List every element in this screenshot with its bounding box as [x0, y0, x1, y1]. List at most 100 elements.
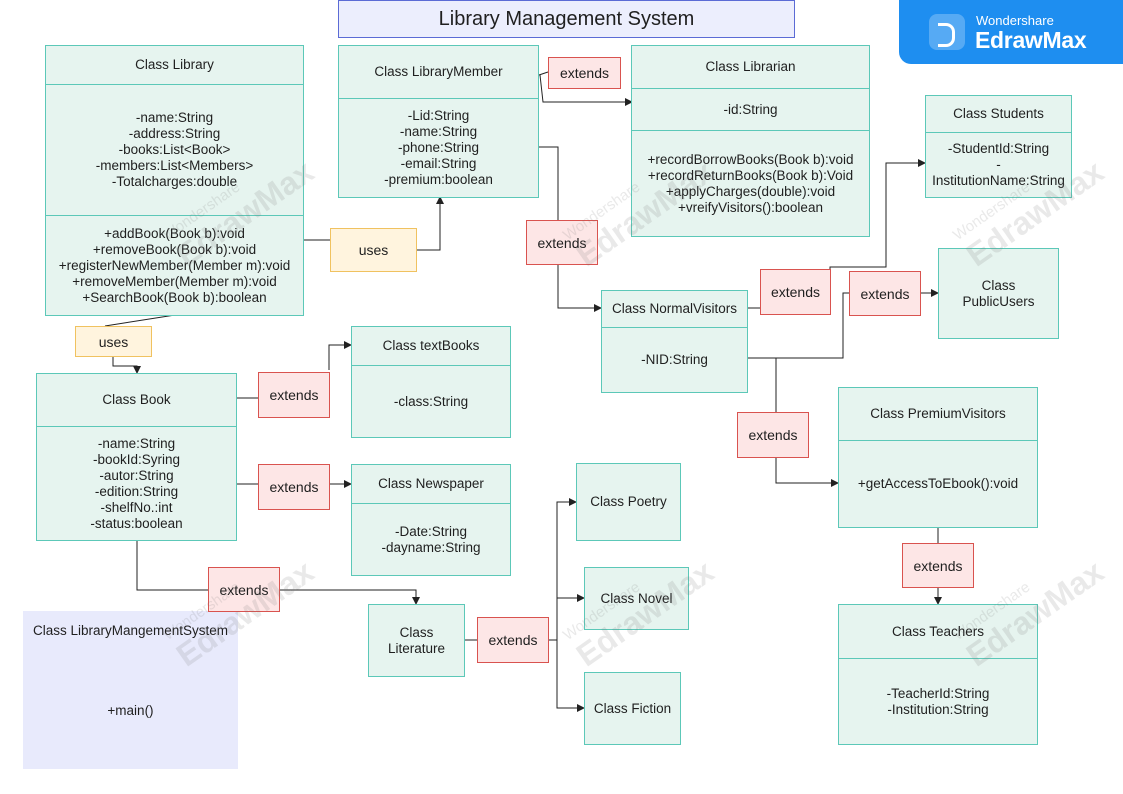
uses-connector-library-member — [303, 197, 440, 251]
class-students[interactable]: Class Students -StudentId:String - Insti… — [925, 95, 1072, 198]
class-teachers-attributes: -TeacherId:String -Institution:String — [839, 658, 1037, 744]
class-librarian-attributes: -id:String — [632, 88, 869, 130]
class-teachers[interactable]: Class Teachers -TeacherId:String -Instit… — [838, 604, 1038, 745]
class-library-methods: +addBook(Book b):void +removeBook(Book b… — [46, 215, 303, 315]
extends-connector-member-librarian — [538, 71, 632, 102]
attribute: -dayname:String — [381, 539, 481, 555]
edrawmax-logo: Wondershare EdrawMax — [899, 0, 1123, 64]
class-textbooks-attributes: -class:String — [352, 365, 510, 437]
method: +vreifyVisitors():boolean — [678, 199, 823, 215]
class-library-management-system-name: Class LibraryMangementSystem — [32, 623, 229, 638]
class-textbooks[interactable]: Class textBooks -class:String — [351, 326, 511, 438]
method: +removeMember(Member m):void — [72, 273, 277, 289]
method: +recordBorrowBooks(Book b):void — [647, 151, 854, 167]
class-students-attributes: -StudentId:String - InstitutionName:Stri… — [926, 132, 1071, 197]
class-library[interactable]: Class Library -name:String -address:Stri… — [45, 45, 304, 316]
attribute: -bookId:Syring — [92, 451, 181, 467]
extends-connector-book-textbooks — [237, 345, 351, 399]
method: +addBook(Book b):void — [104, 225, 245, 241]
class-fiction[interactable]: Class Fiction — [584, 672, 681, 745]
uses-label: uses — [330, 228, 417, 272]
method: +getAccessToEbook():void — [857, 476, 1019, 491]
attribute: -Lid:String — [407, 108, 470, 123]
attribute: - — [996, 157, 1001, 172]
extends-connector-normal-premium — [775, 358, 838, 483]
extends-label: extends — [902, 543, 974, 588]
class-book[interactable]: Class Book -name:String -bookId:Syring -… — [36, 373, 237, 541]
class-literature-name: Class Literature — [387, 624, 446, 656]
class-library-name: Class Library — [135, 57, 214, 72]
extends-connector-literature-fiction — [556, 640, 585, 712]
attribute: -name:String — [135, 110, 214, 125]
attribute: -books:List<Book> — [118, 142, 231, 157]
class-literature[interactable]: Class Literature — [368, 604, 465, 677]
class-library-attributes: -name:String -address:String -books:List… — [46, 84, 303, 215]
method: +SearchBook(Book b):boolean — [82, 289, 267, 305]
uses-connector-library-book — [104, 314, 176, 373]
class-premium-visitors-methods: +getAccessToEbook():void — [839, 440, 1037, 527]
attribute: -phone:String — [397, 140, 480, 155]
method: +applyCharges(double):void — [665, 183, 836, 199]
extends-label: extends — [258, 372, 330, 418]
class-newspaper-attributes: -Date:String -dayname:String — [352, 503, 510, 575]
attribute: -id:String — [723, 101, 778, 117]
class-premium-visitors[interactable]: Class PremiumVisitors +getAccessToEbook(… — [838, 387, 1038, 528]
class-novel-name: Class Novel — [600, 590, 673, 606]
attribute: -shelfNo.:int — [100, 499, 173, 515]
attribute: -status:boolean — [90, 515, 183, 531]
attribute: InstitutionName:String — [932, 173, 1065, 188]
class-librarian-methods: +recordBorrowBooks(Book b):void +recordR… — [632, 130, 869, 236]
attribute: -class:String — [393, 393, 469, 409]
attribute: -Institution:String — [887, 701, 989, 717]
extends-connector-normal-public — [747, 293, 938, 359]
method: +removeBook(Book b):void — [92, 241, 257, 257]
extends-label: extends — [548, 57, 621, 89]
attribute: -email:String — [400, 156, 477, 171]
attribute: -autor:String — [99, 467, 174, 483]
class-normal-visitors[interactable]: Class NormalVisitors -NID:String — [601, 290, 748, 393]
attribute: -premium:boolean — [384, 172, 493, 187]
class-public-users-name: Class PublicUsers — [962, 277, 1035, 309]
extends-label: extends — [526, 220, 598, 265]
class-newspaper[interactable]: Class Newspaper -Date:String -dayname:St… — [351, 464, 511, 576]
class-library-management-system[interactable]: Class LibraryMangementSystem +main() — [23, 611, 238, 769]
attribute: -NID:String — [641, 352, 708, 367]
method: +registerNewMember(Member m):void — [58, 257, 291, 273]
class-book-attributes: -name:String -bookId:Syring -autor:Strin… — [37, 426, 236, 540]
method: +main() — [107, 703, 154, 718]
class-librarian-name: Class Librarian — [705, 59, 796, 74]
edrawmax-logo-icon — [929, 14, 965, 50]
class-librarian[interactable]: Class Librarian -id:String +recordBorrow… — [631, 45, 870, 237]
extends-connector-book-literature — [136, 541, 416, 604]
uses-label: uses — [75, 326, 152, 357]
class-library-member-attributes: -Lid:String -name:String -phone:String -… — [339, 98, 538, 197]
attribute: -address:String — [128, 126, 221, 141]
attribute: -Date:String — [394, 523, 468, 539]
class-library-member-name: Class LibraryMember — [374, 64, 503, 79]
extends-label: extends — [737, 412, 809, 458]
extends-label: extends — [258, 464, 330, 510]
class-poetry[interactable]: Class Poetry — [576, 463, 681, 541]
class-fiction-name: Class Fiction — [593, 700, 672, 716]
extends-connector-member-normal — [539, 146, 601, 308]
extends-label: extends — [208, 567, 280, 612]
class-students-name: Class Students — [953, 106, 1044, 121]
extends-label: extends — [477, 617, 549, 663]
class-teachers-name: Class Teachers — [891, 623, 985, 639]
attribute: -Totalcharges:double — [111, 174, 238, 189]
class-public-users[interactable]: Class PublicUsers — [938, 248, 1059, 339]
class-novel[interactable]: Class Novel — [584, 567, 689, 630]
attribute: -StudentId:String — [947, 141, 1050, 156]
class-normal-visitors-attributes: -NID:String — [602, 327, 747, 392]
diagram-title: Library Management System — [338, 0, 795, 38]
class-book-name: Class Book — [102, 392, 171, 407]
class-poetry-name: Class Poetry — [590, 494, 667, 509]
class-library-member[interactable]: Class LibraryMember -Lid:String -name:St… — [338, 45, 539, 198]
method: +recordReturnBooks(Book b):Void — [647, 167, 854, 183]
brand-line1: Wondershare — [976, 13, 1054, 28]
class-premium-visitors-name: Class PremiumVisitors — [870, 406, 1006, 421]
attribute: -members:List<Members> — [95, 158, 254, 173]
attribute: -name:String — [399, 124, 478, 139]
attribute: -name:String — [97, 435, 176, 451]
